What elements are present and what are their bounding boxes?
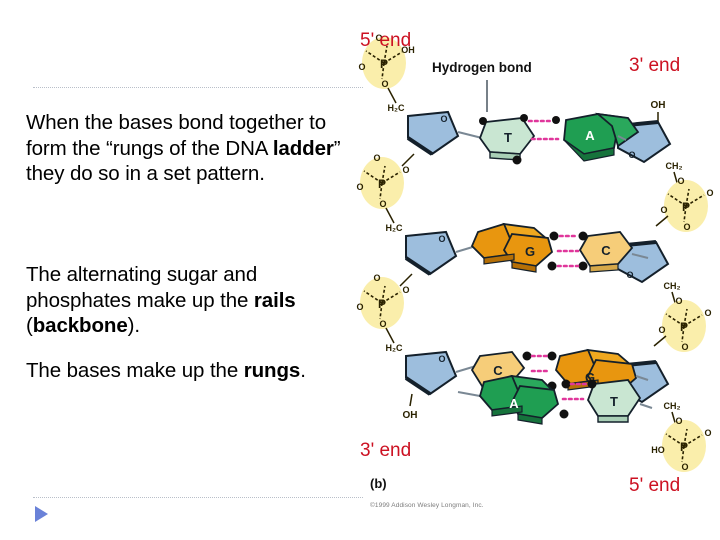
emphasized-term: ladder xyxy=(272,136,334,160)
dna-ladder-figure: P O OH O O H₂C O P O xyxy=(352,8,720,528)
deoxyribose-sugar: O xyxy=(406,110,460,156)
svg-text:O: O xyxy=(381,79,388,89)
svg-text:O: O xyxy=(675,296,682,306)
svg-text:C: C xyxy=(601,243,611,258)
svg-text:O: O xyxy=(626,270,633,280)
phosphate-group: P O OH O O xyxy=(358,33,415,89)
svg-text:O: O xyxy=(356,182,363,192)
phosphate-group-terminal: P O O HO O xyxy=(651,416,712,472)
paragraph-backbone: The alternating sugar and phosphates mak… xyxy=(26,262,366,339)
svg-text:O: O xyxy=(375,33,382,43)
svg-text:O: O xyxy=(373,273,380,283)
svg-text:O: O xyxy=(683,222,690,232)
svg-text:CH₂: CH₂ xyxy=(664,401,681,411)
svg-text:O: O xyxy=(373,153,380,163)
deoxyribose-sugar: O xyxy=(404,350,458,396)
svg-text:HO: HO xyxy=(651,445,665,455)
svg-text:O: O xyxy=(438,354,445,364)
svg-text:OH: OH xyxy=(651,100,666,111)
phosphate-group: P O O O O xyxy=(658,296,712,352)
svg-text:O: O xyxy=(438,234,445,244)
svg-text:O: O xyxy=(379,199,386,209)
backbone-left-strand: P O OH O O H₂C O P O xyxy=(356,33,460,421)
phosphate-group: P O O O O xyxy=(356,153,410,209)
text-run: The alternating sugar and phosphates mak… xyxy=(26,263,258,312)
svg-text:O: O xyxy=(704,428,711,438)
figure-panel-letter: (b) xyxy=(370,476,387,491)
svg-text:A: A xyxy=(585,128,595,143)
svg-text:H₂C: H₂C xyxy=(388,103,405,113)
svg-text:O: O xyxy=(704,308,711,318)
svg-text:P: P xyxy=(380,57,388,71)
svg-text:H₂C: H₂C xyxy=(386,223,403,233)
svg-text:T: T xyxy=(610,394,618,409)
svg-text:H₂C: H₂C xyxy=(386,343,403,353)
hydrogen-bonds xyxy=(561,382,589,401)
hydrogen-bonds xyxy=(556,234,580,268)
base-pair-row-2: G C xyxy=(455,222,649,273)
svg-text:T: T xyxy=(504,130,512,145)
svg-text:O: O xyxy=(677,176,684,186)
svg-text:CH₂: CH₂ xyxy=(666,161,683,171)
text-run: ( xyxy=(26,314,33,337)
svg-text:O: O xyxy=(356,302,363,312)
label-3prime-end-bottom: 3' end xyxy=(360,440,412,461)
svg-text:OH: OH xyxy=(401,45,415,55)
paragraph-rungs-pattern: When the bases bond together to form the… xyxy=(26,110,366,187)
svg-text:P: P xyxy=(680,320,688,334)
svg-text:O: O xyxy=(379,319,386,329)
label-5prime-end-bottom: 5' end xyxy=(629,475,681,496)
divider-bottom xyxy=(33,497,363,498)
label-3prime-end-top: 3' end xyxy=(629,55,681,76)
adenine-thymine-bottom: A T xyxy=(457,374,653,425)
svg-text:G: G xyxy=(525,244,535,259)
svg-text:O: O xyxy=(660,205,667,215)
svg-text:O: O xyxy=(402,285,409,295)
svg-text:O: O xyxy=(358,62,365,72)
svg-text:OH: OH xyxy=(403,410,418,421)
hydrogen-bond-label: Hydrogen bond xyxy=(432,60,532,75)
svg-text:A: A xyxy=(509,396,519,411)
text-run: The bases make up the xyxy=(26,359,244,382)
svg-text:O: O xyxy=(658,325,665,335)
svg-text:O: O xyxy=(402,165,409,175)
phosphate-group: P O O O O xyxy=(356,273,410,329)
divider-top xyxy=(33,87,363,88)
emphasized-term: rungs xyxy=(243,359,301,382)
figure-copyright: ©1999 Addison Wesley Longman, Inc. xyxy=(370,502,484,509)
paragraph-rungs: The bases make up the rungs. xyxy=(26,358,366,384)
svg-text:G: G xyxy=(585,370,595,385)
emphasized-term: rails xyxy=(253,288,296,312)
text-run: ). xyxy=(127,314,140,337)
emphasized-term: backbone xyxy=(32,314,128,337)
svg-text:O: O xyxy=(681,342,688,352)
svg-text:P: P xyxy=(378,177,386,191)
svg-text:O: O xyxy=(681,462,688,472)
deoxyribose-sugar: O xyxy=(404,230,458,276)
svg-text:C: C xyxy=(493,363,503,378)
svg-text:P: P xyxy=(680,440,688,454)
svg-text:O: O xyxy=(628,150,635,160)
text-run: When the bases bond together to form the… xyxy=(26,111,327,160)
svg-text:CH₂: CH₂ xyxy=(664,281,681,291)
svg-text:O: O xyxy=(440,114,447,124)
label-5prime-end-top: 5' end xyxy=(360,30,412,51)
svg-text:O: O xyxy=(706,188,713,198)
svg-text:P: P xyxy=(378,297,386,311)
hydrogen-bond-leader xyxy=(486,80,488,112)
hydrogen-bonds xyxy=(527,119,560,141)
base-pair-row-4-overlay: A T xyxy=(457,374,653,425)
phosphate-group: P O O O O xyxy=(660,176,714,232)
next-arrow-icon[interactable] xyxy=(35,506,48,522)
text-run: ” they do so in a set pattern. xyxy=(26,136,341,186)
svg-text:P: P xyxy=(682,200,690,214)
svg-text:O: O xyxy=(675,416,682,426)
text-run: . xyxy=(300,359,306,382)
base-pair-row-1: T A xyxy=(457,112,640,165)
